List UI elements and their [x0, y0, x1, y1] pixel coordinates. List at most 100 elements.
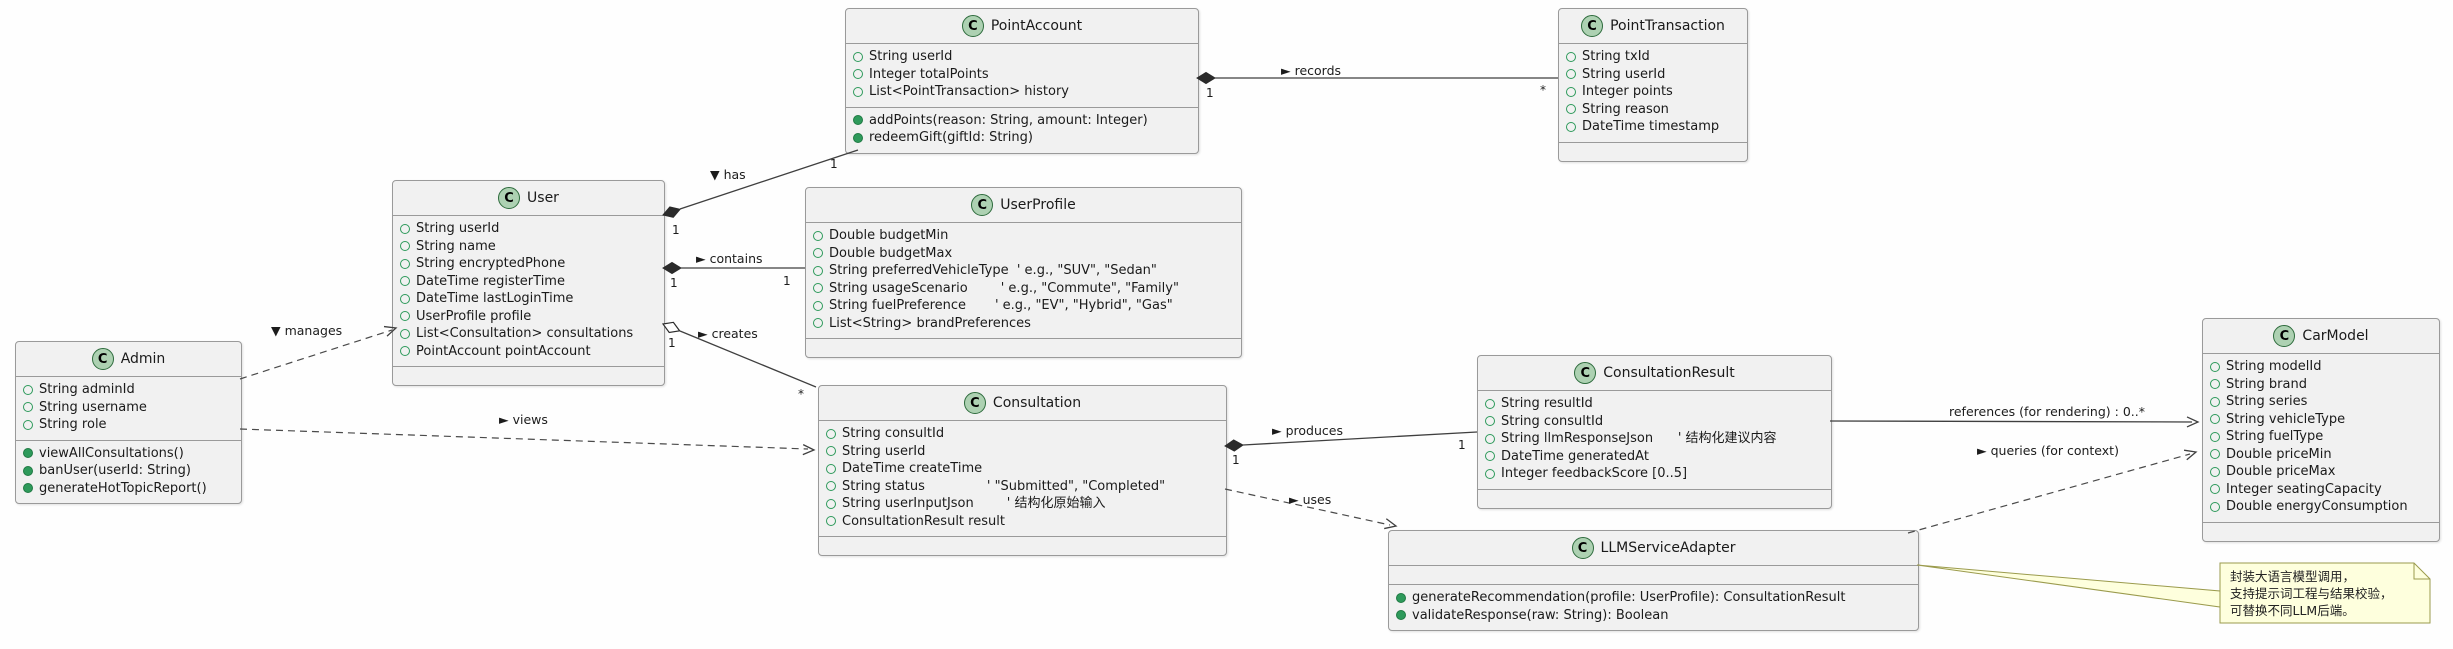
field-row: Integer feedbackScore [0..5]	[1485, 465, 1824, 483]
class-name: Consultation	[992, 395, 1082, 411]
field-row: String resultId	[1485, 395, 1824, 413]
field-row: String status ' "Submitted", "Completed"	[826, 478, 1219, 496]
multiplicity: 1	[830, 157, 838, 171]
multiplicity: 1	[1458, 438, 1466, 452]
field-row: String modelId	[2210, 358, 2432, 376]
class-stereotype-icon: C	[971, 194, 994, 216]
field-row: String userInputJson ' 结构化原始输入	[826, 495, 1219, 513]
class-stereotype-icon: C	[1574, 362, 1597, 384]
field-circle-icon	[1566, 69, 1576, 80]
class-title: C User	[393, 181, 664, 216]
method-circle-icon	[23, 483, 33, 494]
class-title: C LLMServiceAdapter	[1389, 531, 1918, 566]
class-stereotype-icon: C	[2273, 325, 2296, 347]
member-text: String fuelType	[2226, 429, 2324, 444]
class-name: ConsultationResult	[1603, 365, 1735, 381]
member-text: String status ' "Submitted", "Completed"	[842, 478, 1166, 494]
method-circle-icon	[1396, 610, 1406, 621]
field-circle-icon	[2210, 361, 2220, 372]
member-text: String consultId	[842, 426, 945, 441]
field-row: Integer points	[1566, 83, 1740, 101]
member-text: String brand	[2226, 376, 2307, 392]
field-circle-icon	[826, 428, 836, 439]
method-row: viewAllConsultations()	[23, 445, 234, 463]
method-circle-icon	[853, 132, 863, 143]
method-circle-icon	[1396, 592, 1406, 603]
methods-section	[1478, 488, 1831, 508]
methods-section: addPoints(reason: String, amount: Intege…	[846, 106, 1198, 153]
member-text: String preferredVehicleType ' e.g., "SUV…	[829, 263, 1157, 278]
member-text: String userInputJson ' 结构化原始输入	[842, 496, 1106, 511]
field-row: Integer seatingCapacity	[2210, 481, 2432, 499]
member-text: String usageScenario ' e.g., "Commute", …	[829, 280, 1179, 296]
field-circle-icon	[2210, 431, 2220, 442]
edge-uses: ► uses	[1224, 488, 1398, 530]
field-row: Double budgetMin	[813, 227, 1234, 245]
field-row: DateTime timestamp	[1566, 118, 1740, 136]
field-row: String usageScenario ' e.g., "Commute", …	[813, 280, 1234, 298]
methods-section	[806, 338, 1241, 357]
field-row: String llmResponseJson ' 结构化建议内容	[1485, 430, 1824, 448]
member-text: Double priceMin	[2226, 446, 2332, 462]
field-circle-icon	[23, 402, 33, 413]
class-stereotype-icon: C	[963, 392, 986, 414]
field-circle-icon	[23, 419, 33, 430]
field-row: List<PointTransaction> history	[853, 83, 1191, 101]
member-text: generateHotTopicReport()	[39, 480, 207, 496]
multiplicity: *	[1540, 83, 1546, 97]
member-text: String userId	[869, 49, 953, 64]
field-circle-icon	[2210, 414, 2220, 425]
member-text: String userId	[1582, 66, 1666, 82]
edge-views: ► views	[239, 412, 816, 456]
field-circle-icon	[813, 230, 823, 241]
member-text: String resultId	[1501, 396, 1593, 411]
field-row: String userId	[853, 48, 1191, 66]
member-text: String vehicleType	[2226, 411, 2346, 427]
note-body	[2219, 562, 2431, 624]
edge-creates: ► creates 1 *	[661, 321, 817, 401]
field-circle-icon	[1485, 398, 1495, 409]
field-circle-icon	[2210, 466, 2220, 477]
class-name: LLMServiceAdapter	[1600, 540, 1736, 556]
class-stereotype-icon: C	[961, 15, 984, 37]
field-circle-icon	[2210, 396, 2220, 407]
field-row: String fuelPreference ' e.g., "EV", "Hyb…	[813, 297, 1234, 315]
class-title: C CarModel	[2203, 319, 2439, 354]
field-circle-icon	[1566, 86, 1576, 97]
field-row: List<Consultation> consultations	[400, 325, 657, 343]
field-circle-icon	[1566, 121, 1576, 132]
field-circle-icon	[826, 446, 836, 457]
field-row: DateTime createTime	[826, 460, 1219, 478]
class-title: C ConsultationResult	[1478, 356, 1831, 391]
edge-label: ► records	[1281, 63, 1341, 78]
edge-label: ► queries (for context)	[1977, 443, 2119, 458]
member-text: Integer points	[1582, 84, 1673, 99]
method-row: validateResponse(raw: String): Boolean	[1396, 607, 1911, 625]
member-text: String series	[2226, 394, 2308, 409]
fields-section	[1389, 566, 1918, 584]
edge-produces: ► produces 1 1	[1224, 423, 1478, 467]
class-name: UserProfile	[1000, 197, 1076, 213]
methods-section	[1559, 141, 1747, 161]
member-text: Double budgetMin	[829, 228, 949, 243]
member-text: String encryptedPhone	[416, 256, 566, 271]
field-row: String vehicleType	[2210, 411, 2432, 429]
field-row: DateTime generatedAt	[1485, 448, 1824, 466]
member-text: UserProfile profile	[416, 308, 532, 324]
field-circle-icon	[1566, 51, 1576, 62]
edge-label: ► contains	[696, 251, 763, 266]
methods-section: viewAllConsultations()banUser(userId: St…	[16, 439, 241, 504]
methods-section	[819, 536, 1226, 555]
member-text: DateTime createTime	[842, 461, 983, 476]
class-stereotype-icon: C	[1571, 537, 1594, 559]
member-text: addPoints(reason: String, amount: Intege…	[869, 112, 1148, 128]
multiplicity: 1	[672, 223, 680, 237]
member-text: ConsultationResult result	[842, 513, 1005, 529]
method-circle-icon	[23, 465, 33, 476]
edge-queries: ► queries (for context)	[1907, 443, 2198, 534]
field-row: Double energyConsumption	[2210, 498, 2432, 516]
field-row: UserProfile profile	[400, 308, 657, 326]
